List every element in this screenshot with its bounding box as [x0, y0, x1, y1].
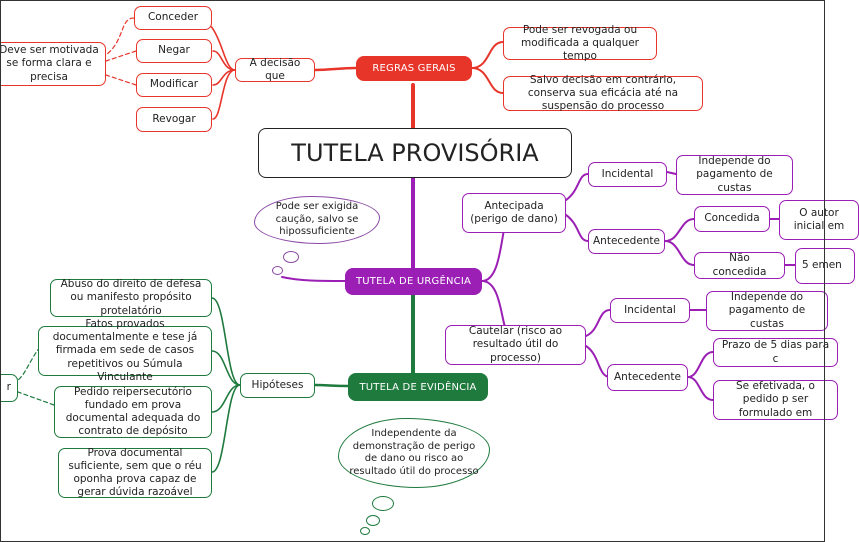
independe-cautelar: Independe do pagamento de custas	[706, 291, 828, 331]
incidental-antecipada: Incidental	[588, 162, 667, 187]
incidental-cautelar: Incidental	[610, 298, 690, 323]
action-modificar: Modificar	[136, 73, 212, 97]
antecipada-node: Antecipada (perigo de dano)	[462, 193, 566, 233]
autor-node: O autor inicial em	[779, 200, 859, 240]
antecedente-cautelar: Antecedente	[607, 364, 688, 391]
action-conceder: Conceder	[134, 6, 212, 30]
cloud-bubble	[283, 251, 299, 263]
action-negar: Negar	[136, 39, 212, 63]
action-revogar: Revogar	[136, 107, 212, 132]
hipotese-3: Pedido reipersecutório fundado em prova …	[54, 386, 212, 438]
caucao-cloud: Pode ser exigida caução, salvo se hiposs…	[254, 196, 380, 244]
emenda-node: 5 emen	[795, 248, 855, 284]
independe-antecipada: Independe do pagamento de custas	[676, 155, 793, 195]
nao-concedida-node: Não concedida	[694, 252, 785, 279]
decisao-node: A decisão que	[235, 57, 315, 82]
cautelar-node: Cautelar (risco ao resultado útil do pro…	[445, 325, 586, 365]
hipoteses-node: Hipóteses	[240, 373, 315, 398]
cloud-bubble	[372, 496, 394, 511]
tutela-urgencia-label: TUTELA DE URGÊNCIA	[345, 268, 482, 295]
left-fragment-node: r	[0, 374, 18, 402]
concedida-node: Concedida	[694, 206, 770, 232]
prazo-node: Prazo de 5 dias para c	[713, 338, 838, 367]
cloud-bubble	[366, 515, 380, 526]
connector-lines	[17, 17, 796, 473]
cloud-bubble	[360, 527, 370, 535]
image-frame	[0, 0, 825, 542]
tutela-evidencia-label: TUTELA DE EVIDÊNCIA	[348, 373, 488, 401]
regras-gerais-label: REGRAS GERAIS	[356, 56, 472, 81]
revogada-node: Pode ser revogada ou modificada a qualqu…	[503, 24, 657, 62]
central-title: TUTELA PROVISÓRIA	[258, 128, 572, 178]
motivada-node: Deve ser motivada se forma clara e preci…	[0, 42, 106, 86]
hipotese-1: Abuso do direito de defesa ou manifesto …	[50, 278, 212, 317]
antecedente-antecipada: Antecedente	[588, 229, 665, 254]
independente-cloud: Independente da demonstração de perigo d…	[338, 418, 490, 488]
efetivada-node: Se efetivada, o pedido p ser formulado e…	[713, 380, 838, 420]
hipotese-4: Prova documental suficiente, sem que o r…	[58, 447, 212, 498]
eficacia-node: Salvo decisão em contrário, conserva sua…	[503, 74, 703, 112]
cloud-bubble	[272, 266, 283, 275]
